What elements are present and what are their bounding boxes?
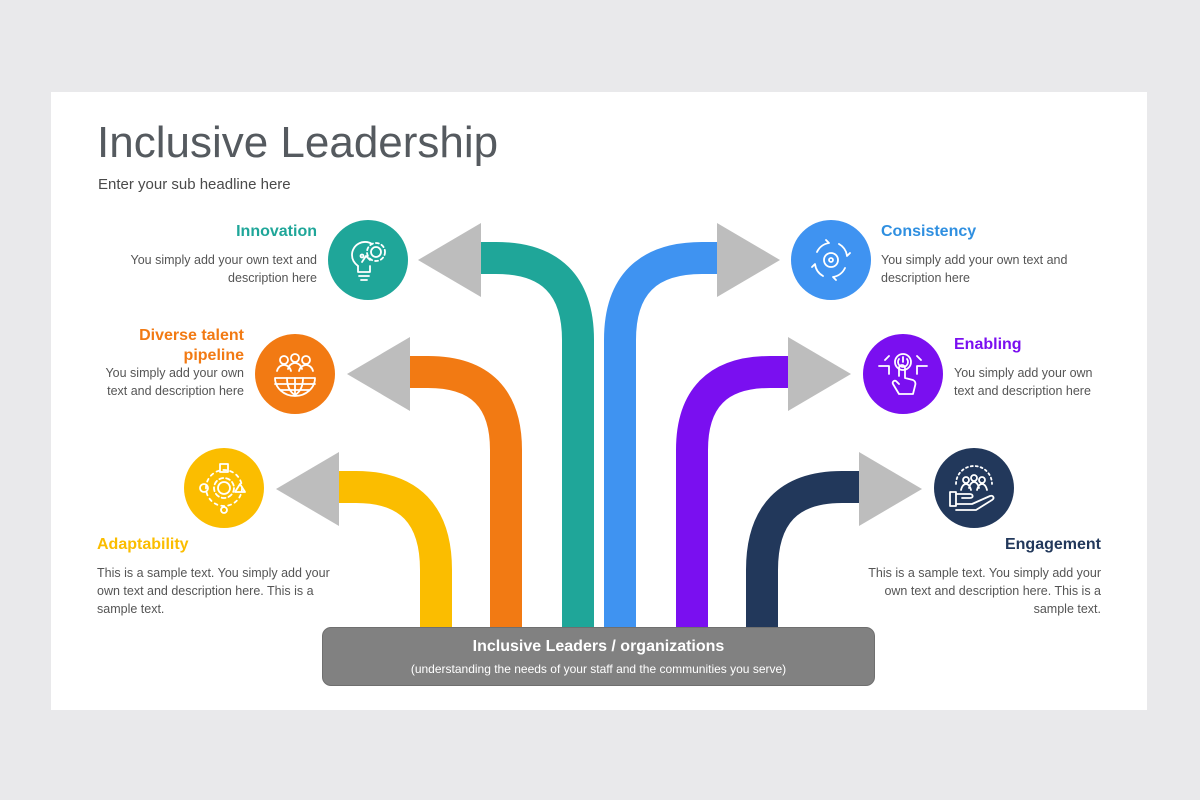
arrowhead-innovation [418, 223, 481, 297]
diverse-heading: Diverse talent pipeline [110, 326, 244, 366]
consistency-description: You simply add your own text and descrip… [881, 251, 1101, 287]
adaptability-desc-line3: sample text. [97, 602, 165, 616]
consistency-desc-line1: You simply add your own text and [881, 253, 1068, 267]
consistency-desc-line2: description here [881, 271, 970, 285]
diverse-description: You simply add your own text and descrip… [60, 364, 244, 400]
adaptability-desc-line1: This is a sample text. You simply add yo… [97, 566, 330, 580]
hand-power-button-icon [863, 334, 943, 414]
arrow-path-consistency [604, 242, 720, 640]
arrow-path-adaptability [336, 471, 452, 640]
arrowhead-consistency [717, 223, 780, 297]
shapes-gear-icon [184, 448, 264, 528]
enabling-heading: Enabling [954, 336, 1022, 353]
innovation-heading: Innovation [236, 223, 317, 240]
cycle-target-icon [791, 220, 871, 300]
arrow-path-engagement [746, 471, 862, 640]
base-title: Inclusive Leaders / organizations [472, 638, 725, 655]
innovation-desc-line1: You simply add your own text and [130, 253, 317, 267]
arrow-path-innovation [478, 242, 594, 640]
adaptability-heading: Adaptability [97, 536, 189, 553]
diverse-heading-line2: pipeline [183, 347, 244, 364]
arrowhead-engagement [859, 452, 922, 526]
slide-canvas [51, 92, 1147, 710]
globe-people-icon [255, 334, 335, 414]
page-title: Inclusive Leadership [97, 118, 499, 167]
enabling-desc-line2: text and description here [954, 384, 1091, 398]
enabling-desc-line1: You simply add your own [954, 366, 1093, 380]
enabling-description: You simply add your own text and descrip… [954, 364, 1134, 400]
arrow-path-diverse [408, 356, 522, 640]
engagement-heading: Engagement [1004, 536, 1101, 553]
base-subtitle: (understanding the needs of your staff a… [410, 662, 787, 676]
diverse-desc-line1: You simply add your own [105, 366, 244, 380]
lightbulb-gear-icon [328, 220, 408, 300]
diverse-desc-line2: text and description here [107, 384, 244, 398]
base-bar: Inclusive Leaders / organizations (under… [322, 627, 875, 686]
arrow-path-enabling [676, 356, 790, 640]
hand-team-icon [934, 448, 1014, 528]
page-subtitle: Enter your sub headline here [98, 176, 291, 193]
arrowhead-diverse [347, 337, 410, 411]
innovation-description: You simply add your own text and descrip… [90, 251, 317, 287]
arrowhead-enabling [788, 337, 851, 411]
arrowhead-adaptability [276, 452, 339, 526]
innovation-desc-line2: description here [228, 271, 317, 285]
engagement-desc-line1: This is a sample text. You simply add yo… [868, 566, 1101, 580]
engagement-description: This is a sample text. You simply add yo… [851, 564, 1101, 618]
adaptability-description: This is a sample text. You simply add yo… [97, 564, 347, 618]
diverse-heading-line1: Diverse talent [139, 327, 244, 344]
engagement-desc-line2: own text and description here. This is a [884, 584, 1101, 598]
adaptability-desc-line2: own text and description here. This is a [97, 584, 314, 598]
engagement-desc-line3: sample text. [1033, 602, 1101, 616]
consistency-heading: Consistency [881, 223, 977, 240]
